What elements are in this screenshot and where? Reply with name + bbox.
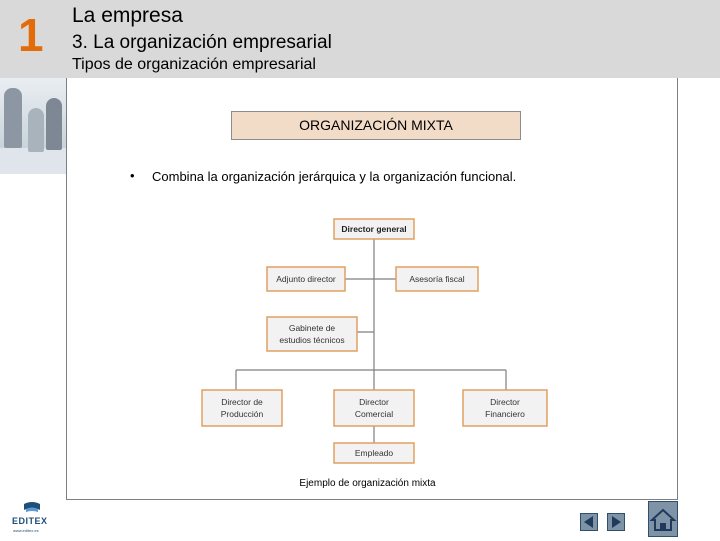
home-icon [649,502,677,536]
next-button[interactable] [607,513,625,531]
org-node-label: estudios técnicos [279,335,344,345]
org-node-asesoria-fiscal: Asesoría fiscal [396,267,478,291]
home-button[interactable] [648,501,678,537]
org-node-gabinete-estudios-tecnicos: Gabinete de estudios técnicos [267,317,357,351]
org-node-label: Director general [341,224,406,234]
editex-logo-subtext: www.editex.es [13,528,39,533]
org-node-box [202,390,282,426]
org-node-label: Gabinete de [289,323,336,333]
org-node-label: Director [490,397,520,407]
editex-logo-text: EDITEX [12,516,48,526]
org-node-label: Director de [221,397,263,407]
org-node-box [334,390,414,426]
prev-arrow-icon [581,514,597,530]
org-node-director-general: Director general [334,219,414,239]
org-node-empleado: Empleado [334,443,414,463]
org-node-label: Producción [221,409,264,419]
org-node-director-produccion: Director de Producción [202,390,282,426]
org-node-label: Empleado [355,448,394,458]
org-node-label: Asesoría fiscal [409,274,464,284]
org-node-box [463,390,547,426]
org-node-label: Comercial [355,409,393,419]
org-node-label: Director [359,397,389,407]
org-node-label: Financiero [485,409,525,419]
diagram-caption: Ejemplo de organización mixta [0,478,720,489]
org-node-label: Adjunto director [276,274,336,284]
prev-button[interactable] [580,513,598,531]
org-node-adjunto-director: Adjunto director [267,267,345,291]
next-arrow-icon [608,514,624,530]
